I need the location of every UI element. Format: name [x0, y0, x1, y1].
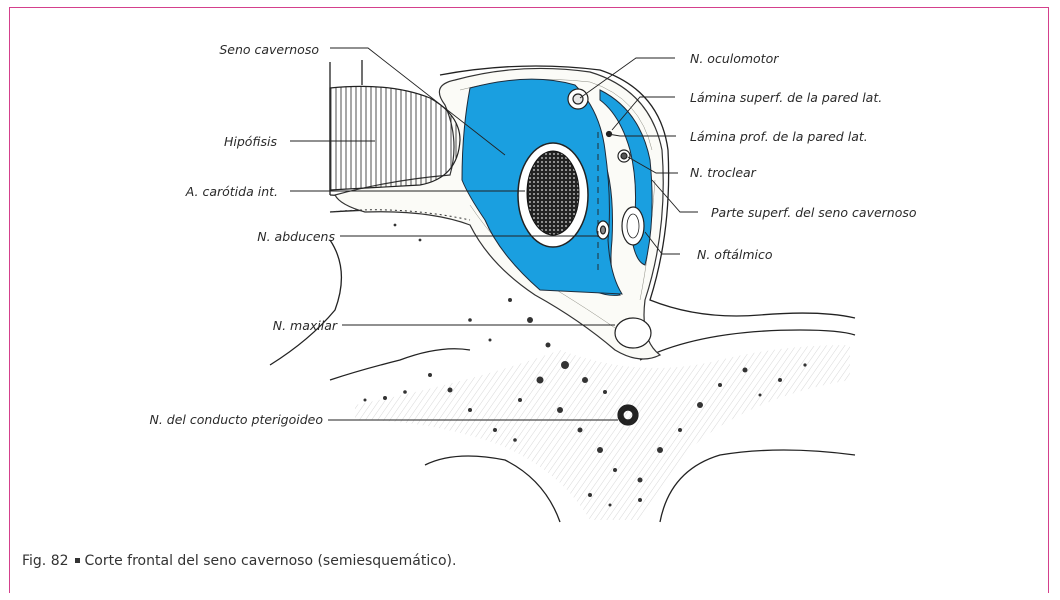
- label-abducens: N. abducens: [257, 230, 335, 244]
- label-oculomotor: N. oculomotor: [690, 52, 778, 66]
- bone-hatching: [355, 345, 850, 520]
- label-pterigoideo: N. del conducto pterigoideo: [149, 413, 323, 427]
- label-seno-cavernoso: Seno cavernoso: [219, 43, 319, 57]
- label-parte-superf: Parte superf. del seno cavernoso: [711, 206, 917, 220]
- label-troclear: N. troclear: [690, 166, 756, 180]
- label-lamina-prof: Lámina prof. de la pared lat.: [690, 130, 868, 144]
- label-hipofisis: Hipófisis: [224, 135, 277, 149]
- figure-caption: Fig. 82 Corte frontal del seno cavernoso …: [22, 553, 456, 569]
- caption-text: Corte frontal del seno cavernoso (semies…: [85, 553, 457, 569]
- label-oftalmico: N. oftálmico: [697, 248, 773, 262]
- hypophysis: [330, 86, 460, 190]
- carotid-lumen: [527, 151, 579, 235]
- label-lamina-superf: Lámina superf. de la pared lat.: [690, 91, 882, 105]
- maxillary-nerve-circle: [615, 318, 651, 348]
- ophthalmic-nerve-circle: [622, 207, 644, 245]
- figure-number: Fig. 82: [22, 553, 69, 569]
- bullet-square-icon: [75, 558, 80, 563]
- label-maxilar: N. maxilar: [273, 319, 337, 333]
- label-carotida: A. carótida int.: [186, 185, 278, 199]
